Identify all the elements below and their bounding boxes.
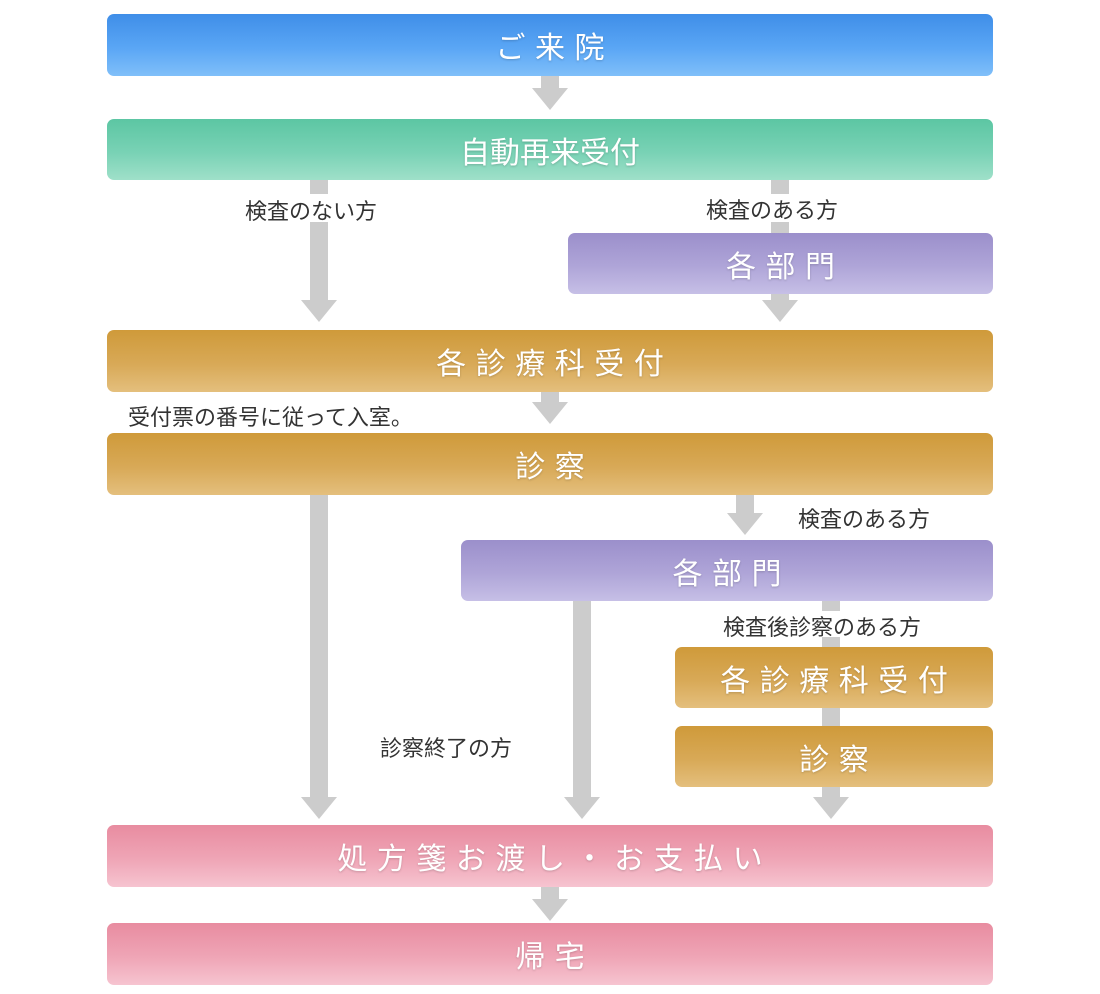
- arrow-dept-mid-to-prescription: [573, 601, 591, 797]
- arrowhead: [762, 300, 798, 322]
- step-dept-mid: 各 部 門: [461, 540, 993, 601]
- step-home: 帰 宅: [107, 923, 993, 985]
- arrow-reception-to-exam: [541, 392, 559, 402]
- step-dept-top: 各 部 門: [568, 233, 993, 294]
- arrowhead: [813, 797, 849, 819]
- label-exam-after-test: 検査後診察のある方: [723, 616, 922, 641]
- label-with-test-top: 検査のある方: [706, 199, 839, 224]
- arrowhead: [301, 300, 337, 322]
- step-exam: 診 察: [107, 433, 993, 495]
- arrowhead: [301, 797, 337, 819]
- arrowhead: [564, 797, 600, 819]
- step-dept-reception: 各 診 療 科 受 付: [107, 330, 993, 392]
- label-ticket-note: 受付票の番号に従って入室。: [128, 406, 413, 431]
- label-gap: [810, 611, 850, 637]
- arrow-dept-to-reception: [771, 294, 789, 300]
- arrow-prescription-to-home: [541, 887, 559, 899]
- step-exam-after-test: 診 察: [675, 726, 993, 787]
- step-dept-reception-after-test: 各 診 療 科 受 付: [675, 647, 993, 708]
- arrowhead: [532, 899, 568, 921]
- step-arrival: ご 来 院: [107, 14, 993, 76]
- step-prescription-payment: 処 方 箋 お 渡 し ・ お 支 払 い: [107, 825, 993, 887]
- arrow-exam-to-prescription: [310, 495, 328, 797]
- label-no-test: 検査のない方: [245, 200, 378, 225]
- step-auto-reception: 自動再来受付: [107, 119, 993, 180]
- arrow-exam-to-dept-mid: [736, 495, 754, 513]
- label-with-test-mid: 検査のある方: [798, 508, 931, 533]
- arrowhead: [532, 88, 568, 110]
- label-exam-finished: 診察終了の方: [380, 737, 513, 762]
- arrow-arrival-to-reception: [541, 76, 559, 88]
- arrowhead: [727, 513, 763, 535]
- label-gap: [760, 194, 800, 222]
- label-gap: [300, 194, 338, 222]
- arrowhead: [532, 402, 568, 424]
